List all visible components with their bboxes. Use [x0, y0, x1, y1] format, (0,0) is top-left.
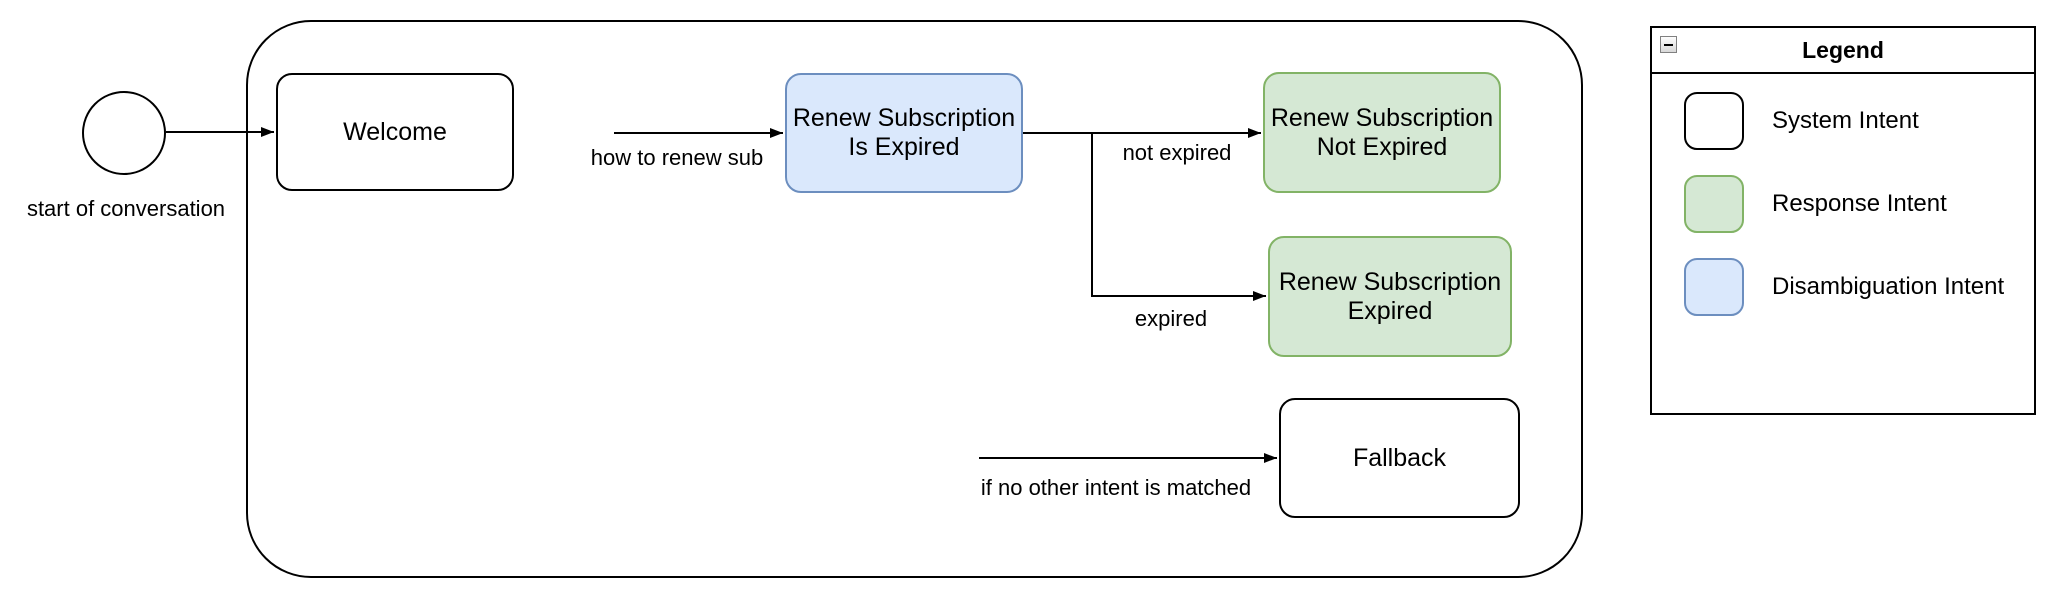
legend-item-response-intent: Response Intent [1652, 175, 2034, 233]
node-welcome[interactable]: Welcome [276, 73, 514, 191]
minus-icon [1664, 43, 1673, 46]
legend-item-disambiguation-intent: Disambiguation Intent [1652, 258, 2034, 316]
node-fallback-label: Fallback [1352, 443, 1447, 472]
node-label-line: Renew Subscription [792, 104, 1016, 132]
edge-to-renew-expired [1091, 133, 1266, 301]
node-renew-subscription-expired[interactable]: Renew Subscription Expired [1268, 236, 1512, 357]
legend-item-label: Disambiguation Intent [1772, 273, 2005, 300]
edge-label-how-to-renew-sub: how to renew sub [590, 145, 764, 170]
legend-item-label: Response Intent [1772, 190, 1947, 217]
legend-item-system-intent: System Intent [1652, 92, 2034, 150]
system-intent-swatch [1684, 92, 1744, 150]
edge-label-not-expired: not expired [1122, 140, 1232, 165]
response-intent-swatch [1684, 175, 1744, 233]
edge-label-if-no-other-intent: if no other intent is matched [980, 475, 1252, 500]
legend-panel: Legend System Intent Response Intent Dis… [1650, 26, 2036, 415]
node-welcome-label: Welcome [343, 117, 447, 146]
start-node[interactable] [82, 91, 166, 175]
node-label-line: Not Expired [1316, 132, 1448, 161]
node-label-line: Renew Subscription [1278, 267, 1502, 296]
start-node-label: start of conversation [26, 196, 226, 221]
node-label-line: Is Expired [848, 133, 960, 161]
node-label-line: Expired [1347, 296, 1433, 325]
node-label-line: Renew Subscription [1270, 103, 1494, 132]
node-fallback[interactable]: Fallback [1279, 398, 1520, 518]
legend-header: Legend [1652, 28, 2034, 74]
node-renew-subscription-is-expired[interactable]: Renew Subscription Is Expired [785, 73, 1023, 193]
legend-item-label: System Intent [1772, 107, 1919, 134]
node-renew-subscription-not-expired[interactable]: Renew Subscription Not Expired [1263, 72, 1501, 193]
edge-label-expired: expired [1134, 306, 1208, 331]
legend-collapse-button[interactable] [1660, 36, 1677, 53]
conversation-flow-container[interactable] [246, 20, 1583, 578]
disambiguation-intent-swatch [1684, 258, 1744, 316]
legend-title: Legend [1802, 36, 1884, 63]
